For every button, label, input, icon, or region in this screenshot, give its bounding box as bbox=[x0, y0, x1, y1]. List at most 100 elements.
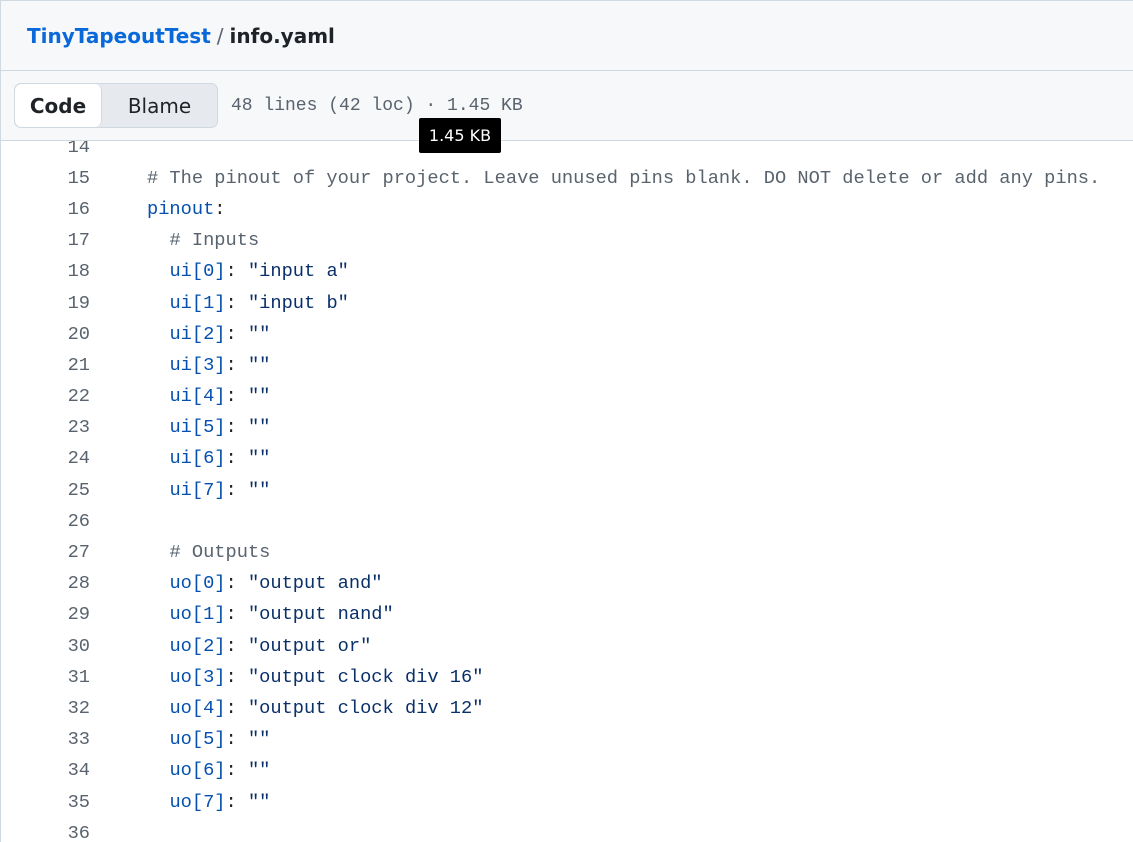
yaml-punct: : bbox=[225, 416, 248, 439]
line-number[interactable]: 25 bbox=[67, 478, 90, 501]
line-number[interactable]: 18 bbox=[67, 260, 90, 283]
yaml-punct: : bbox=[225, 696, 248, 719]
yaml-punct: : bbox=[225, 385, 248, 408]
line-number[interactable]: 21 bbox=[67, 353, 90, 376]
yaml-punct: : bbox=[225, 353, 248, 376]
line-content: # The pinout of your project. Leave unus… bbox=[147, 167, 1100, 189]
yaml-string: "input b" bbox=[247, 291, 349, 314]
yaml-comment: # The pinout of your project. Leave unus… bbox=[147, 166, 1101, 189]
yaml-key: uo[1] bbox=[169, 603, 226, 626]
view-mode-segmented-control: Code Blame bbox=[14, 83, 218, 128]
line-number[interactable]: 27 bbox=[67, 541, 90, 564]
line-number[interactable]: 23 bbox=[67, 416, 90, 439]
line-number[interactable]: 14 bbox=[67, 135, 90, 158]
indent bbox=[147, 479, 169, 501]
line-content: uo[0]: "output and" bbox=[147, 572, 382, 595]
yaml-key: uo[3] bbox=[169, 665, 226, 688]
yaml-key: ui[7] bbox=[169, 478, 226, 501]
line-number[interactable]: 20 bbox=[67, 322, 90, 345]
code-line: 34 uo[6]: "" bbox=[1, 755, 1133, 786]
line-content: ui[4]: "" bbox=[147, 385, 270, 407]
yaml-key: uo[5] bbox=[169, 728, 226, 751]
code-line: 29 uo[1]: "output nand" bbox=[1, 599, 1133, 630]
line-content: uo[2]: "output or" bbox=[147, 635, 371, 657]
yaml-comment: # Inputs bbox=[169, 229, 260, 252]
code-line: 35 uo[7]: "" bbox=[1, 786, 1133, 817]
line-number[interactable]: 16 bbox=[67, 197, 90, 220]
line-number[interactable]: 34 bbox=[67, 759, 90, 782]
yaml-key: uo[7] bbox=[169, 790, 226, 813]
indent bbox=[147, 759, 169, 781]
line-number[interactable]: 24 bbox=[67, 447, 90, 470]
code-line: 21 ui[3]: "" bbox=[1, 349, 1133, 380]
indent bbox=[147, 635, 169, 657]
code-line: 31 uo[3]: "output clock div 16" bbox=[1, 661, 1133, 692]
yaml-punct: : bbox=[225, 665, 248, 688]
yaml-string: "" bbox=[247, 353, 271, 376]
yaml-punct: : bbox=[225, 728, 248, 751]
yaml-punct: : bbox=[225, 447, 248, 470]
indent bbox=[147, 791, 169, 813]
yaml-punct: : bbox=[225, 478, 248, 501]
line-content: # Outputs bbox=[147, 541, 270, 563]
line-number[interactable]: 15 bbox=[67, 166, 90, 189]
file-toolbar: Code Blame 48 lines (42 loc) · 1.45 KB bbox=[0, 71, 1133, 141]
line-number[interactable]: 29 bbox=[67, 603, 90, 626]
yaml-string: "" bbox=[247, 447, 271, 470]
line-number[interactable]: 28 bbox=[67, 572, 90, 595]
code-view: 14 15 # The pinout of your project. Leave … bbox=[0, 131, 1133, 842]
yaml-key: uo[4] bbox=[169, 696, 226, 719]
code-line: 28 uo[0]: "output and" bbox=[1, 568, 1133, 599]
line-number[interactable]: 32 bbox=[67, 696, 90, 719]
blame-tab[interactable]: Blame bbox=[127, 93, 192, 118]
code-line: 18 ui[0]: "input a" bbox=[1, 256, 1133, 287]
line-content: ui[5]: "" bbox=[147, 416, 270, 438]
code-line: 25 ui[7]: "" bbox=[1, 474, 1133, 505]
code-line: 15 # The pinout of your project. Leave un… bbox=[1, 162, 1133, 193]
yaml-string: "" bbox=[247, 322, 271, 345]
yaml-string: "" bbox=[247, 728, 271, 751]
line-number[interactable]: 31 bbox=[67, 665, 90, 688]
line-number[interactable]: 36 bbox=[67, 821, 90, 842]
indent bbox=[147, 260, 169, 282]
file-breadcrumb: TinyTapeoutTest / info.yaml bbox=[0, 0, 1133, 71]
yaml-string: "output clock div 12" bbox=[247, 696, 484, 719]
line-content: uo[3]: "output clock div 16" bbox=[147, 666, 483, 688]
yaml-punct: : bbox=[225, 790, 248, 813]
yaml-comment: # Outputs bbox=[169, 541, 271, 564]
line-content: uo[7]: "" bbox=[147, 791, 270, 813]
indent bbox=[147, 292, 169, 314]
line-number[interactable]: 35 bbox=[67, 790, 90, 813]
yaml-key: uo[2] bbox=[169, 634, 226, 657]
indent bbox=[147, 385, 169, 407]
yaml-string: "" bbox=[247, 759, 271, 782]
line-number[interactable]: 26 bbox=[67, 509, 90, 532]
code-line: 26 bbox=[1, 505, 1133, 536]
line-number[interactable]: 30 bbox=[67, 634, 90, 657]
line-number[interactable]: 17 bbox=[67, 229, 90, 252]
breadcrumb-file-name: info.yaml bbox=[229, 23, 335, 48]
line-content: uo[1]: "output nand" bbox=[147, 603, 394, 626]
line-content: uo[5]: "" bbox=[147, 728, 270, 750]
code-line: 16 pinout: bbox=[1, 193, 1133, 224]
line-number[interactable]: 19 bbox=[67, 291, 90, 314]
yaml-key: ui[5] bbox=[169, 416, 226, 439]
code-line: 17 # Inputs bbox=[1, 225, 1133, 256]
indent bbox=[147, 728, 169, 750]
line-number[interactable]: 22 bbox=[67, 385, 90, 408]
line-content: pinout: bbox=[147, 198, 226, 220]
line-number[interactable]: 33 bbox=[67, 728, 90, 751]
line-content: ui[7]: "" bbox=[147, 479, 270, 501]
yaml-string: "output clock div 16" bbox=[247, 665, 484, 688]
line-content: # Inputs bbox=[147, 229, 259, 251]
breadcrumb-separator: / bbox=[216, 23, 224, 48]
indent bbox=[147, 603, 169, 625]
yaml-key: ui[3] bbox=[169, 353, 226, 376]
breadcrumb-repo-link[interactable]: TinyTapeoutTest bbox=[27, 23, 211, 48]
yaml-string: "" bbox=[247, 478, 271, 501]
code-tab[interactable]: Code bbox=[15, 84, 102, 127]
yaml-key: ui[6] bbox=[169, 447, 226, 470]
yaml-key: uo[0] bbox=[169, 572, 226, 595]
indent bbox=[147, 572, 169, 594]
yaml-string: "output nand" bbox=[247, 603, 394, 626]
